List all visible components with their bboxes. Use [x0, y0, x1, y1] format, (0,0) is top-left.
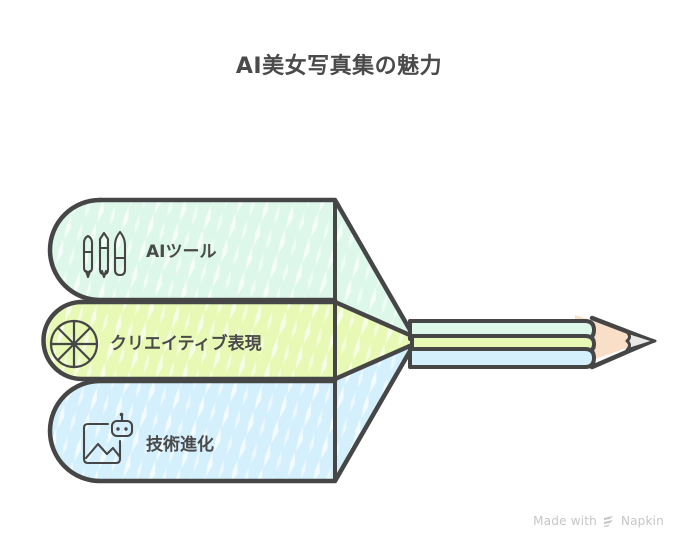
pens-icon [82, 230, 127, 279]
napkin-watermark: Made with Napkin [533, 514, 664, 528]
node-label-tech-evolution: 技術進化 [146, 434, 214, 455]
page-title: AI美女写真集の魅力 [235, 54, 443, 79]
node-outline-tech-evolution-lower [47, 348, 413, 484]
diagram-node-ai-tools[interactable]: AIツール [40, 190, 440, 370]
node-outline-ai-tools-lower [47, 197, 338, 303]
pencil-graphic [408, 315, 657, 370]
node-label-creative-expression: クリエイティブ表現 [110, 333, 262, 354]
napkin-logo-icon [602, 514, 616, 528]
diagram-node-creative-expression[interactable]: クリエイティブ表現 [25, 295, 425, 390]
node-outline-creative-lower [41, 299, 415, 382]
pencil-stripe-sky[interactable] [408, 347, 596, 369]
watermark-brand: Napkin [620, 514, 664, 528]
watermark-prefix: Made with [533, 514, 597, 528]
pencil-lead-tip [625, 330, 657, 352]
wheel-icon [49, 319, 99, 369]
node-label-ai-tools: AIツール [146, 242, 216, 262]
ai-image-icon [82, 412, 134, 465]
